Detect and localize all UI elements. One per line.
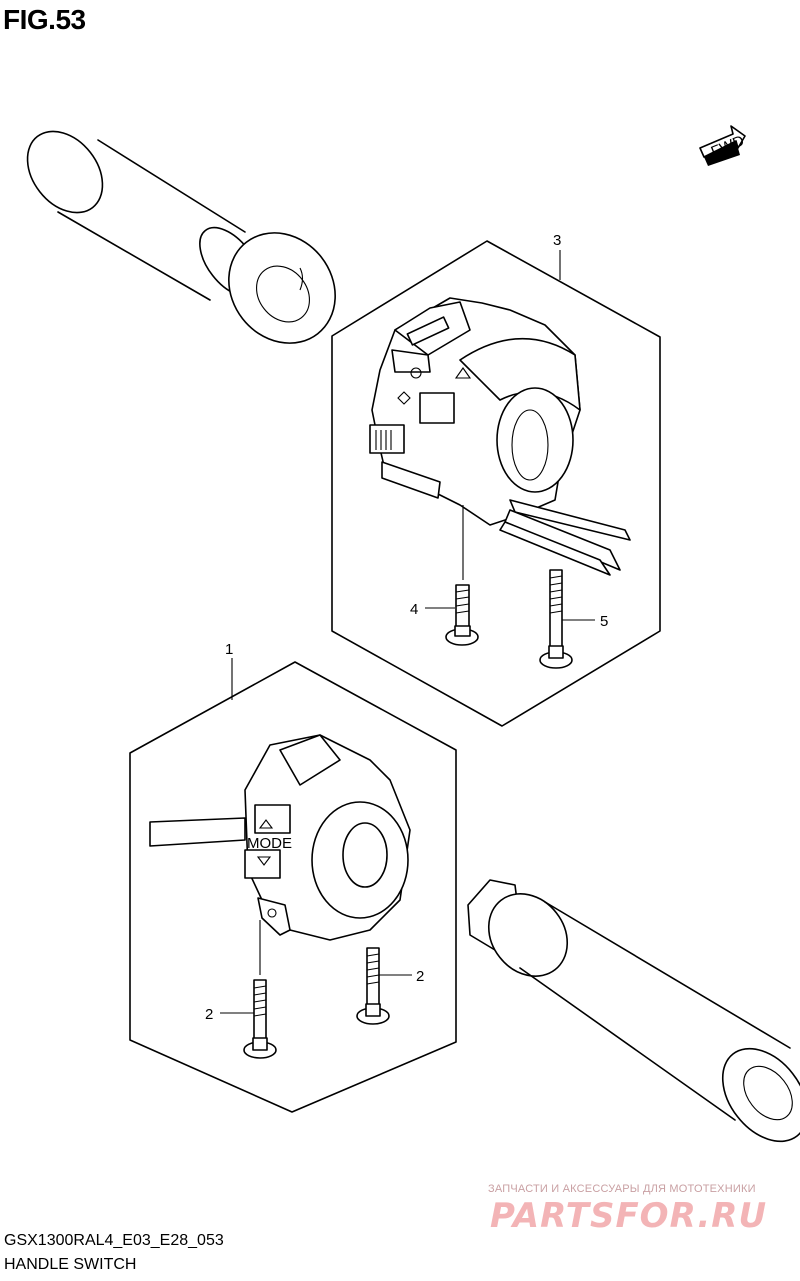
screw-2-right — [356, 947, 390, 1025]
screw-2-left — [243, 979, 277, 1059]
figure-name: HANDLE SWITCH — [4, 1256, 137, 1273]
forward-arrow-icon: FWD — [699, 125, 747, 166]
callout-1: 1 — [225, 641, 233, 658]
left-grip — [26, 130, 336, 344]
watermark-logo: PARTSFOR.RU — [490, 1196, 768, 1236]
callout-2a: 2 — [205, 1006, 213, 1023]
watermark-caption: ЗАПЧАСТИ И АКСЕССУАРЫ ДЛЯ МОТОТЕХНИКИ — [488, 1183, 756, 1195]
right-handle-switch — [369, 297, 631, 580]
assembly-frame-1 — [129, 661, 457, 1113]
callout-5: 5 — [600, 613, 608, 630]
screw-4 — [445, 584, 479, 646]
right-grip — [467, 879, 800, 1143]
assembly-frame-3 — [331, 240, 661, 727]
figure-title: FIG.53 — [3, 4, 86, 35]
callout-3: 3 — [553, 232, 561, 249]
screw-5 — [539, 569, 573, 669]
mode-label: MODE — [247, 835, 292, 852]
left-handle-switch: MODE — [149, 734, 411, 975]
callout-4: 4 — [410, 601, 418, 618]
callout-2b: 2 — [416, 968, 424, 985]
figure-code: GSX1300RAL4_E03_E28_053 — [4, 1232, 224, 1249]
